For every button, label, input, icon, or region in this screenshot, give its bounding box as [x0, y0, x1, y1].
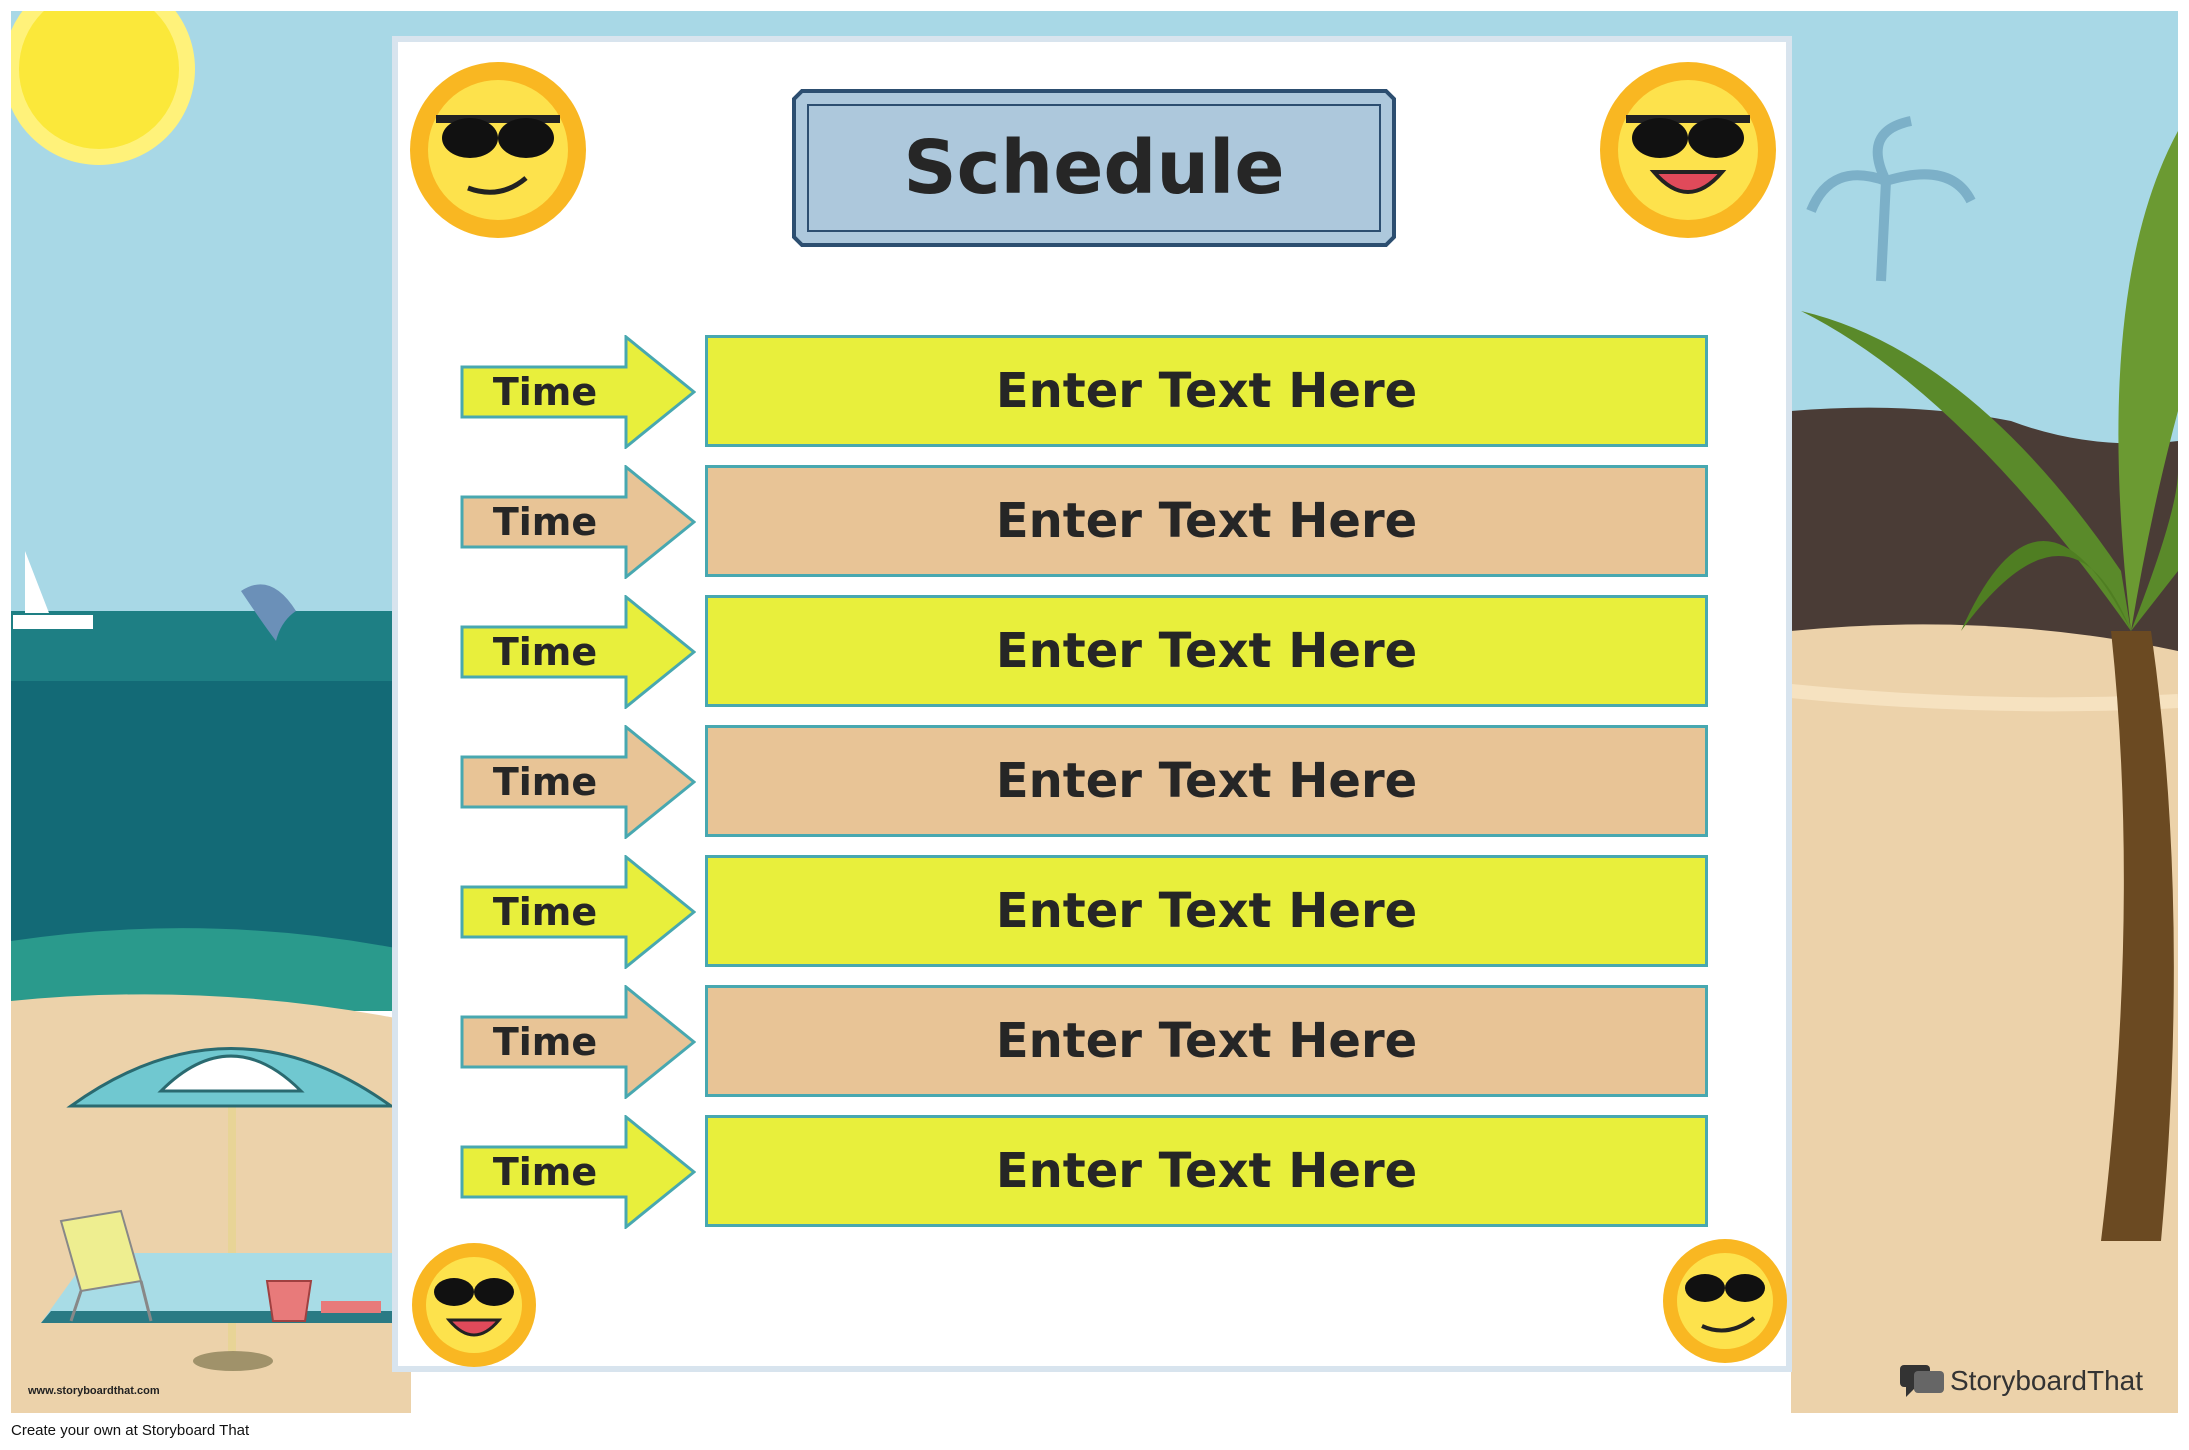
storyboardthat-logo-icon [1900, 1365, 1944, 1397]
schedule-row: Time Enter Text Here [460, 335, 1710, 449]
sunglasses-sun-face-icon [410, 62, 586, 238]
arrow-right-icon [460, 1115, 696, 1229]
entry-text-box[interactable]: Enter Text Here [705, 1115, 1708, 1227]
storyboardthat-logo[interactable]: StoryboardThat [1898, 1361, 2158, 1401]
entry-text-box[interactable]: Enter Text Here [705, 855, 1708, 967]
dolphin-icon [241, 584, 296, 641]
sunglasses-sun-face-icon [412, 1243, 536, 1367]
sunglasses-sun-face-icon [1600, 62, 1776, 238]
arrow-right-icon [460, 465, 696, 579]
arrow-right-icon [460, 595, 696, 709]
beach-umbrella-icon [66, 1047, 396, 1371]
sailboat-icon [13, 551, 93, 629]
arrow-right-icon [460, 335, 696, 449]
page-title: Schedule [903, 125, 1285, 211]
logo-text: StoryboardThat [1950, 1365, 2143, 1396]
arrow-right-icon [460, 985, 696, 1099]
palm-tree-icon [1801, 131, 2178, 1241]
time-label[interactable]: Time [492, 1150, 598, 1194]
entry-text-box[interactable]: Enter Text Here [705, 595, 1708, 707]
entry-text-box[interactable]: Enter Text Here [705, 725, 1708, 837]
schedule-row: Time Enter Text Here [460, 595, 1710, 709]
schedule-row: Time Enter Text Here [460, 725, 1710, 839]
time-label[interactable]: Time [492, 500, 598, 544]
schedule-row: Time Enter Text Here [460, 985, 1710, 1099]
entry-text-box[interactable]: Enter Text Here [705, 335, 1708, 447]
footer-credit[interactable]: Create your own at Storyboard That [11, 1422, 250, 1439]
time-label[interactable]: Time [492, 1020, 598, 1064]
sunglasses-sun-face-icon [1663, 1239, 1787, 1363]
arrow-right-icon [460, 855, 696, 969]
entry-text-box[interactable]: Enter Text Here [705, 465, 1708, 577]
time-label[interactable]: Time [492, 630, 598, 674]
entry-text-box[interactable]: Enter Text Here [705, 985, 1708, 1097]
schedule-row: Time Enter Text Here [460, 1115, 1710, 1229]
time-label[interactable]: Time [492, 760, 598, 804]
arrow-right-icon [460, 725, 696, 839]
site-url: www.storyboardthat.com [28, 1385, 160, 1397]
schedule-row: Time Enter Text Here [460, 465, 1710, 579]
bucket-icon [265, 1280, 381, 1322]
time-label[interactable]: Time [492, 890, 598, 934]
schedule-row: Time Enter Text Here [460, 855, 1710, 969]
title-banner: Schedule [788, 83, 1400, 253]
beach-chair-icon [59, 1209, 153, 1322]
time-label[interactable]: Time [492, 370, 598, 414]
